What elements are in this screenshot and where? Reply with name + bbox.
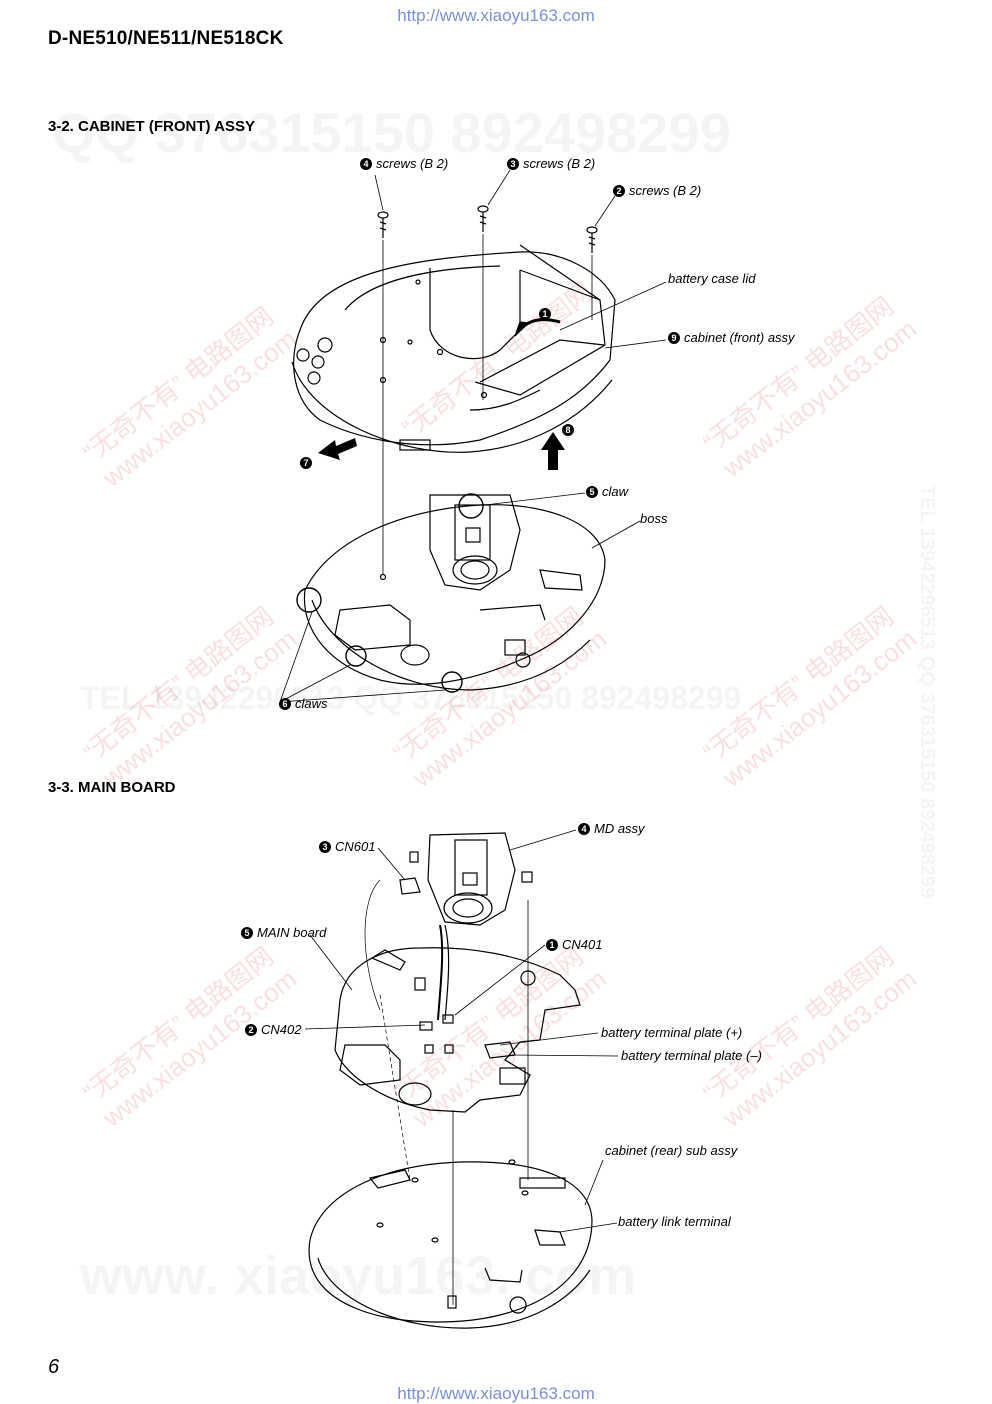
url-bottom[interactable]: http://www.xiaoyu163.com: [397, 1384, 595, 1403]
cabinet-rear-sub-assy-drawing: [308, 1159, 618, 1329]
screw-icon-left: [377, 211, 389, 238]
section-title-main-board: 3-3. MAIN BOARD: [48, 779, 176, 796]
screw-icon-middle: [477, 205, 489, 232]
label-battery-terminal-plate-minus: battery terminal plate (–): [621, 1048, 762, 1063]
screw-icon-right: [586, 226, 598, 253]
page-number: 6: [48, 1356, 60, 1378]
url-top[interactable]: http://www.xiaoyu163.com: [397, 6, 595, 25]
label-boss: boss: [640, 511, 668, 526]
label-step-7: 7: [300, 455, 316, 470]
cabinet-front-drawing: [291, 169, 667, 575]
section-title-cabinet-front: 3-2. CABINET (FRONT) ASSY: [48, 118, 255, 135]
label-battery-case-lid: battery case lid: [668, 271, 756, 286]
label-battery-terminal-plate-plus: battery terminal plate (+): [601, 1025, 743, 1040]
cabinet-rear-drawing: [279, 492, 641, 703]
label-step-1: 1: [539, 306, 555, 321]
label-step-8: 8: [562, 422, 578, 437]
label-battery-link-terminal: battery link terminal: [618, 1214, 731, 1229]
model-title: D-NE510/NE511/NE518CK: [48, 28, 284, 49]
label-cabinet-rear-sub-assy: cabinet (rear) sub assy: [605, 1143, 738, 1158]
main-board-drawing: [304, 900, 619, 1305]
md-assy-drawing: [364, 829, 577, 1021]
